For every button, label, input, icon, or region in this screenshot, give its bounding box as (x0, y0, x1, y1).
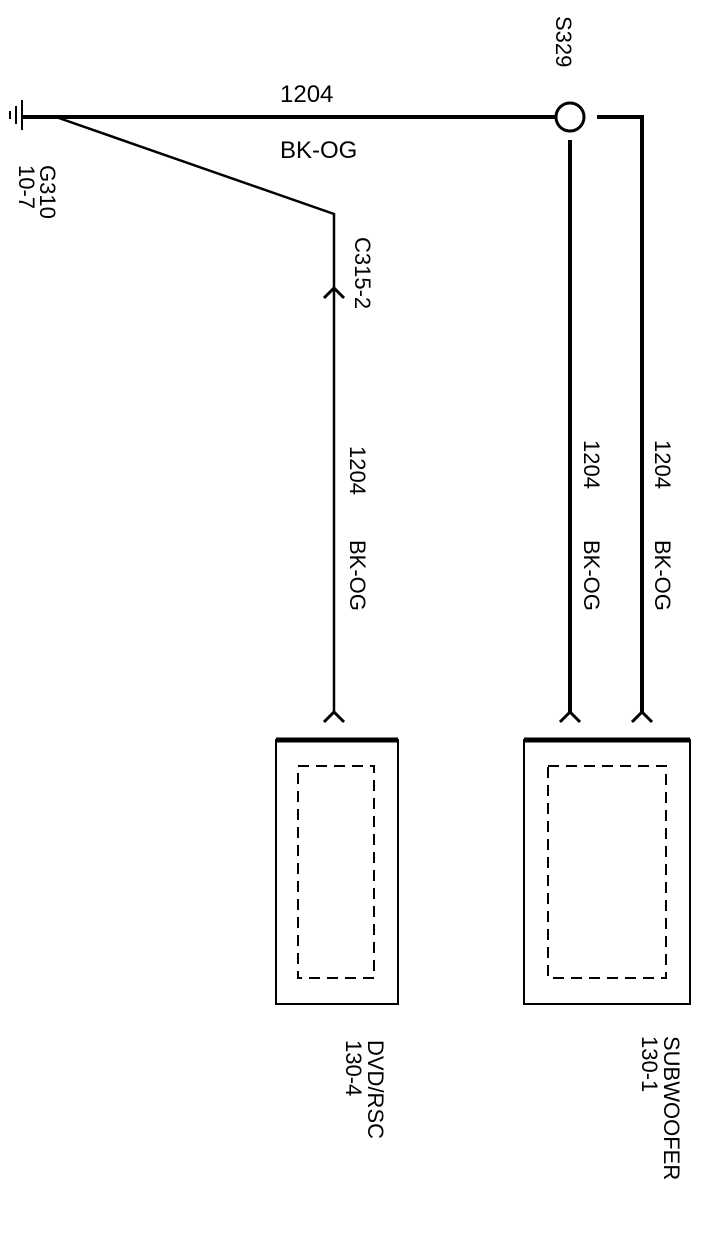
main-wire-color: BK-OG (280, 137, 357, 164)
subwoofer-terminal-a-chevron-icon (558, 709, 582, 724)
connector-id: C315-2 (350, 237, 375, 309)
subwoofer-wire-a-circuit: 1204 (579, 440, 604, 489)
dvd-rsc-name: DVD/RSC (363, 1040, 388, 1139)
ground-id: G310 (35, 165, 60, 219)
subwoofer-name: SUBWOOFER (659, 1036, 684, 1180)
dvd-wire-circuit: 1204 (345, 446, 370, 495)
dvd-wire-color: BK-OG (345, 540, 370, 611)
ground-symbol-icon (9, 100, 23, 130)
subwoofer-wire-b-circuit: 1204 (650, 440, 675, 489)
ground-ref: 10-7 (14, 165, 39, 209)
dvd-ground-wire (55, 115, 336, 712)
connector-c315-chevron-icon (322, 285, 346, 300)
splice-right-wire (597, 115, 644, 712)
splice-id: S329 (551, 16, 576, 67)
subwoofer-terminal-b-chevron-icon (630, 709, 654, 724)
subwoofer-wire-b-color: BK-OG (650, 540, 675, 611)
dvd-terminal-chevron-icon (322, 709, 346, 724)
subwoofer-ref: 130-1 (637, 1036, 662, 1092)
main-wire-circuit: 1204 (280, 81, 333, 108)
subwoofer-wire-a-color: BK-OG (579, 540, 604, 611)
splice-s329 (554, 101, 586, 133)
subwoofer-component (523, 737, 691, 1005)
dvd-rsc-ref: 130-4 (341, 1040, 366, 1096)
dvd-rsc-component (275, 737, 399, 1005)
